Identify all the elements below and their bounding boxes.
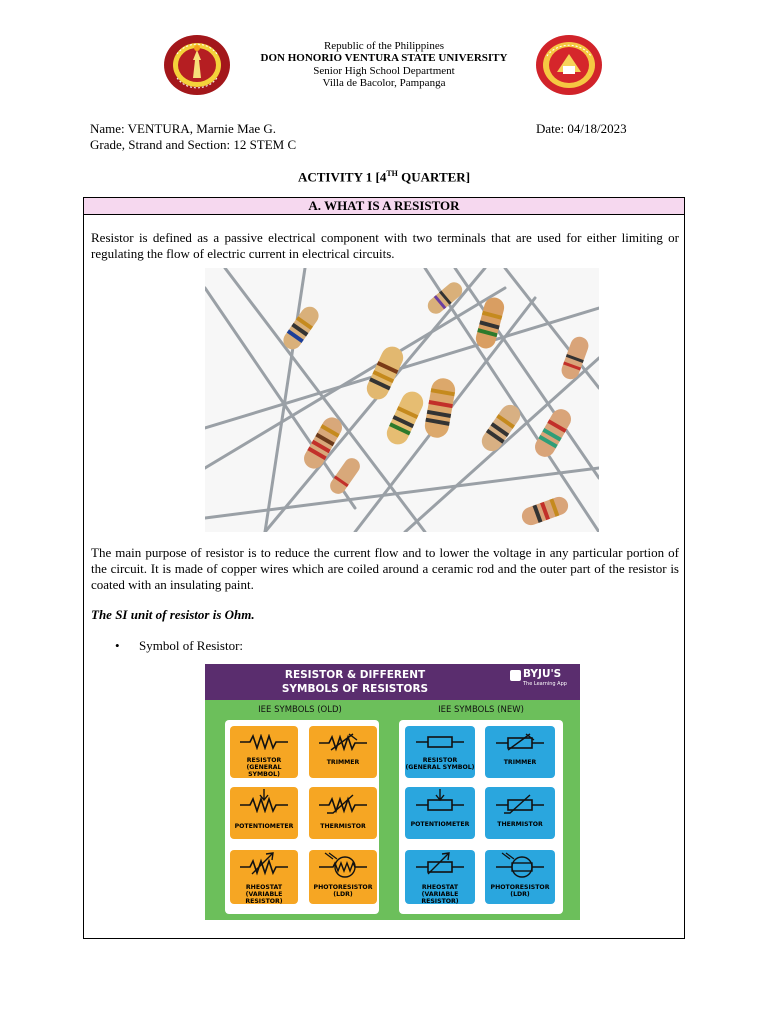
bullet-dot: •	[115, 638, 120, 653]
resistor-photo	[205, 268, 599, 532]
student-grade: Grade, Strand and Section: 12 STEM C	[90, 137, 297, 152]
old-photoresistor-card: PHOTORESISTOR (LDR)	[309, 850, 377, 904]
new-thermistor-symbol	[496, 794, 544, 814]
new-potentiometer-symbol	[416, 789, 464, 811]
new-potentiometer-card: POTENTIOMETER	[405, 787, 475, 839]
new-trimmer-card: TRIMMER	[485, 726, 555, 778]
section-heading: A. WHAT IS A RESISTOR	[84, 198, 684, 215]
infographic-title-1: RESISTOR & DIFFERENT	[284, 669, 426, 681]
new-rheostat-symbol	[416, 852, 464, 875]
new-symbols-heading: IEE SYMBOLS (NEW)	[438, 705, 524, 715]
activity-date: Date: 04/18/2023	[536, 121, 627, 136]
right-university-seal	[535, 34, 603, 96]
student-name: Name: VENTURA, Marnie Mae G.	[90, 121, 277, 136]
old-potentiometer-symbol	[240, 789, 288, 813]
si-unit-statement: The SI unit of resistor is Ohm.	[91, 607, 255, 622]
new-photoresistor-symbol	[496, 852, 544, 878]
new-resistor-symbol	[416, 736, 464, 748]
old-potentiometer-card: POTENTIOMETER	[230, 787, 298, 839]
activity-title-superscript: TH	[386, 169, 398, 178]
byjus-tagline: The Learning App	[523, 681, 567, 687]
new-photoresistor-card: PHOTORESISTOR (LDR)	[485, 850, 555, 904]
old-symbols-heading: IEE SYMBOLS (OLD)	[258, 705, 342, 715]
header-republic: Republic of the Philippines	[323, 40, 445, 52]
new-trimmer-symbol	[496, 733, 544, 751]
header-department: Senior High School Department	[313, 65, 455, 77]
old-trimmer-symbol	[319, 733, 367, 752]
new-rheostat-card: RHEOSTAT (VARIABLE RESISTOR)	[405, 850, 475, 905]
infographic-panel: IEE SYMBOLS (OLD) IEE SYMBOLS (NEW) RESI…	[205, 700, 580, 920]
old-thermistor-symbol	[319, 794, 367, 814]
new-thermistor-card: THERMISTOR	[485, 787, 555, 839]
new-resistor-card: RESISTOR (GENERAL SYMBOL)	[405, 726, 475, 778]
old-thermistor-card: THERMISTOR	[309, 787, 377, 839]
byjus-logo-icon	[510, 670, 521, 681]
old-resistor-card: RESISTOR (GENERAL SYMBOL)	[230, 726, 298, 778]
activity-title: ACTIVITY 1 [4TH QUARTER]	[297, 169, 471, 185]
purpose-paragraph: The main purpose of resistor is to reduc…	[91, 545, 679, 592]
old-resistor-symbol	[240, 734, 288, 750]
header-university: DON HONORIO VENTURA STATE UNIVERSITY	[260, 52, 508, 64]
old-trimmer-card: TRIMMER	[309, 726, 377, 778]
section-box: A. WHAT IS A RESISTOR Resistor is define…	[83, 197, 685, 939]
byjus-brand: BYJU'S	[523, 668, 562, 680]
left-university-seal	[163, 34, 231, 96]
infographic-header: RESISTOR & DIFFERENT SYMBOLS OF RESISTOR…	[205, 664, 580, 700]
old-rheostat-symbol	[240, 852, 288, 876]
old-rheostat-card: RHEOSTAT (VARIABLE RESISTOR)	[230, 850, 298, 905]
header-address: Villa de Bacolor, Pampanga	[322, 77, 446, 89]
infographic-title-2: SYMBOLS OF RESISTORS	[281, 683, 429, 695]
resistor-symbols-infographic: RESISTOR & DIFFERENT SYMBOLS OF RESISTOR…	[205, 664, 580, 920]
symbol-bullet-text: Symbol of Resistor:	[139, 638, 244, 653]
definition-paragraph: Resistor is defined as a passive electri…	[91, 230, 679, 261]
old-photoresistor-symbol	[319, 852, 367, 878]
